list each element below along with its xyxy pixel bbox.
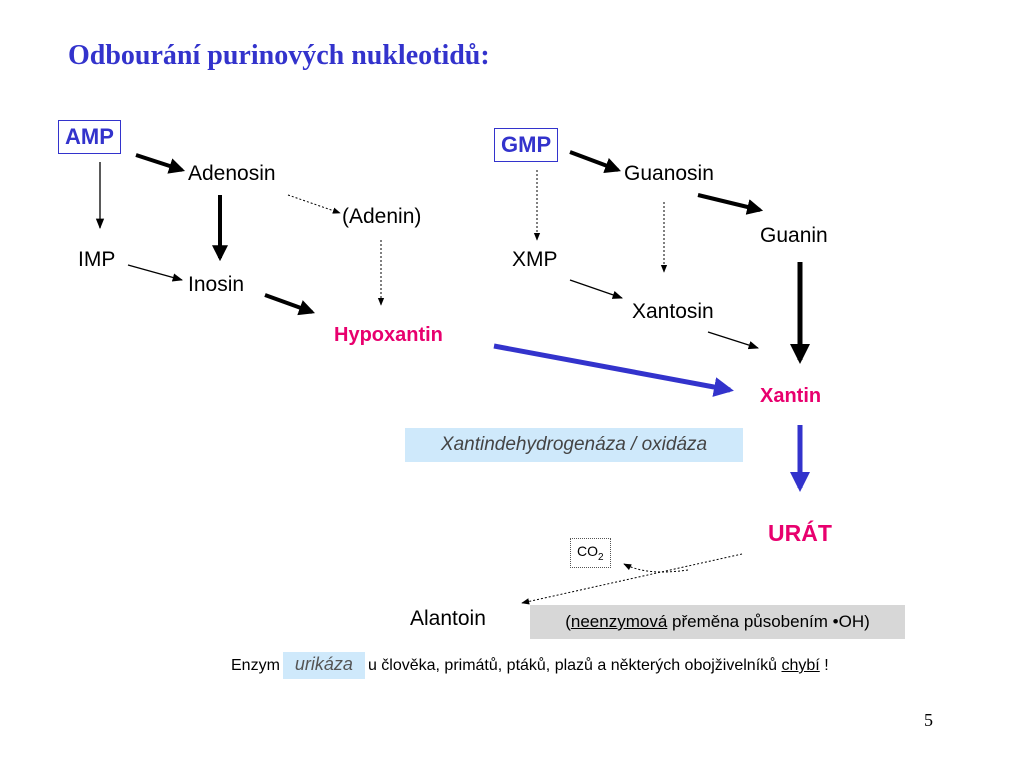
page-title: Odbourání purinových nukleotidů:	[68, 40, 490, 71]
enzyme-line-middle: u člověka, primátů, ptáků, plazů a někte…	[367, 657, 782, 674]
node-adenosin: Adenosin	[188, 162, 276, 185]
note-non-enzymatic: (neenzymová přeměna působením •OH)	[530, 605, 905, 639]
arrow-xantosin-xantin	[707, 331, 759, 350]
arrow-imp-inosin	[127, 264, 184, 282]
enzyme-line-underlined: chybí	[781, 657, 820, 674]
enzyme-uricase-label: urikáza	[282, 652, 365, 679]
arrow-gmp-guanosin	[569, 150, 621, 173]
node-gmp: GMP	[494, 128, 559, 162]
co2-base: CO	[577, 543, 598, 559]
arrow-guanosin-guanin	[697, 193, 764, 215]
node-co2: CO2	[570, 538, 611, 568]
arrow-co2-release	[623, 563, 689, 573]
note-open: (	[565, 612, 571, 631]
node-inosin: Inosin	[188, 273, 245, 296]
node-xmp: XMP	[512, 248, 558, 271]
node-xantosin: Xantosin	[632, 300, 714, 323]
co2-subscript: 2	[598, 551, 604, 563]
node-xantin: Xantin	[760, 385, 822, 407]
note-underlined: neenzymová	[570, 612, 668, 631]
arrow-xmp-xantosin	[569, 279, 623, 299]
page-number: 5	[924, 710, 933, 730]
arrow-urat-alantoin	[521, 553, 743, 605]
node-adenin: (Adenin)	[342, 205, 422, 228]
node-amp: AMP	[58, 120, 121, 154]
node-alantoin: Alantoin	[410, 607, 486, 630]
enzyme-line-prefix: Enzym	[231, 657, 280, 674]
node-hypoxantin: Hypoxantin	[334, 324, 443, 346]
node-imp: IMP	[78, 248, 116, 271]
node-urat: URÁT	[768, 520, 832, 546]
arrow-hypoxantin-xantin	[493, 343, 734, 397]
arrow-inosin-hypoxantin	[264, 293, 316, 316]
enzyme-label-xantindehydrogenaza: Xantindehydrogenáza / oxidáza	[405, 428, 743, 462]
enzyme-line-suffix: !	[819, 657, 829, 674]
note-rest: přeměna působením •OH)	[667, 612, 870, 631]
arrow-adenosin-adenin	[287, 194, 341, 214]
arrow-amp-adenosin	[135, 153, 186, 174]
node-guanin: Guanin	[760, 224, 828, 247]
node-guanosin: Guanosin	[624, 162, 714, 185]
